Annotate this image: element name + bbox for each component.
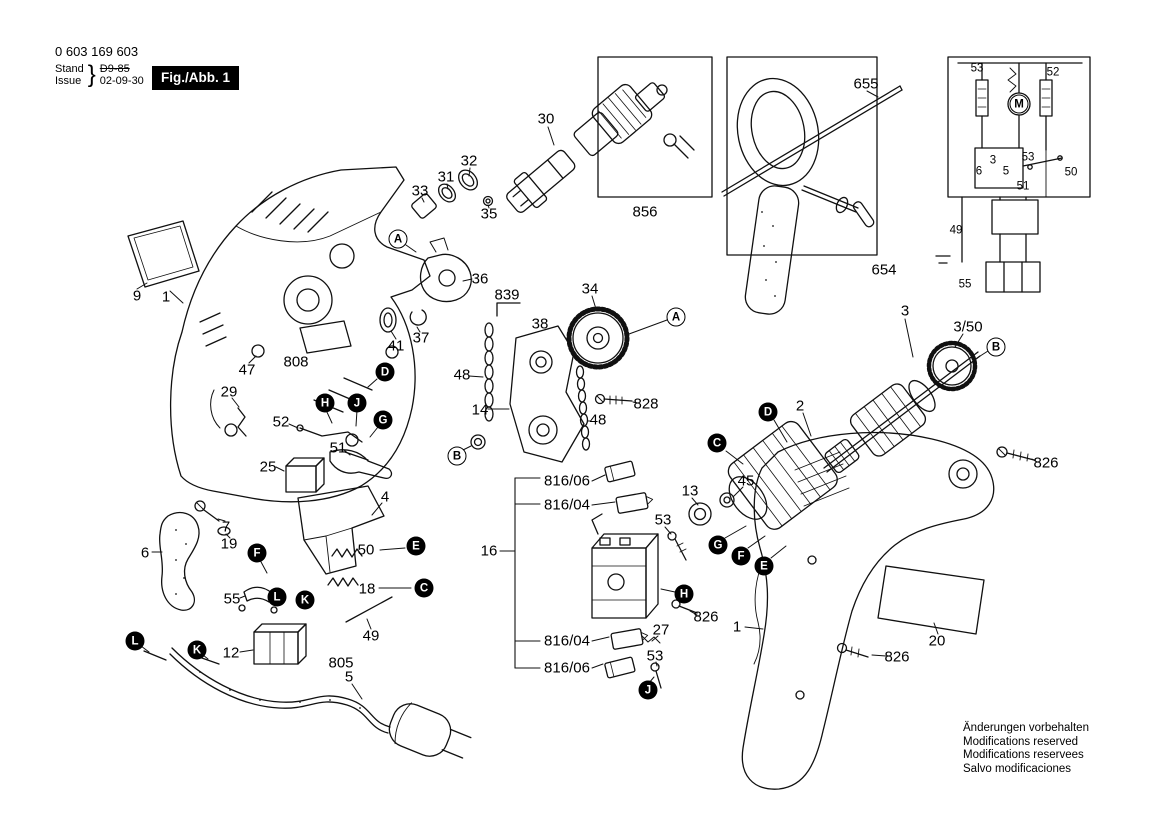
note-line: Modifications reservees bbox=[963, 749, 1084, 761]
version-brace: } bbox=[87, 61, 96, 89]
chuck-art bbox=[573, 56, 713, 198]
depth-rod-art bbox=[721, 85, 903, 197]
aux-handle-art bbox=[726, 56, 878, 315]
issue-value: 02-09-30 bbox=[99, 75, 144, 87]
note-line: Salvo modificaciones bbox=[963, 762, 1072, 775]
drive-gear-art bbox=[566, 306, 630, 370]
stand-value: D9-85 bbox=[99, 63, 130, 75]
screw-826-right-art bbox=[996, 446, 1035, 462]
note-line: Modifications reserved bbox=[963, 735, 1079, 748]
switch-art bbox=[591, 513, 698, 619]
figure-label: Fig./Abb. 1 bbox=[152, 66, 239, 90]
trigger-parts-art bbox=[158, 377, 393, 665]
spindle-rings-art bbox=[411, 169, 494, 219]
armature-art bbox=[823, 340, 981, 474]
switch-screws-art bbox=[641, 531, 687, 689]
group-bracket-16 bbox=[499, 477, 541, 669]
spindle-art bbox=[506, 149, 576, 213]
modification-notes: Änderungen vorbehalten Modifications res… bbox=[963, 722, 1089, 776]
document-part-number: 0 603 169 603 bbox=[55, 44, 139, 59]
note-line: Änderungen vorbehalten bbox=[963, 722, 1089, 734]
stand-label: Stand bbox=[55, 63, 84, 75]
bearing-bracket-36-art bbox=[379, 237, 472, 333]
motor-housing-art bbox=[741, 431, 995, 790]
side-panel-art bbox=[127, 220, 200, 288]
bearing-art bbox=[688, 492, 735, 526]
version-block: Stand Issue } D9-85 02-09-30 bbox=[55, 63, 144, 87]
issue-label: Issue bbox=[55, 75, 82, 87]
wiring-diagram-art bbox=[935, 56, 1091, 293]
leader-lines bbox=[136, 90, 1038, 700]
field-stator-art bbox=[727, 420, 838, 530]
intermediate-assembly-art bbox=[470, 302, 633, 463]
gear-housing-art bbox=[169, 166, 431, 503]
carbon-brush-art bbox=[604, 460, 654, 679]
power-cord-art bbox=[143, 647, 472, 759]
